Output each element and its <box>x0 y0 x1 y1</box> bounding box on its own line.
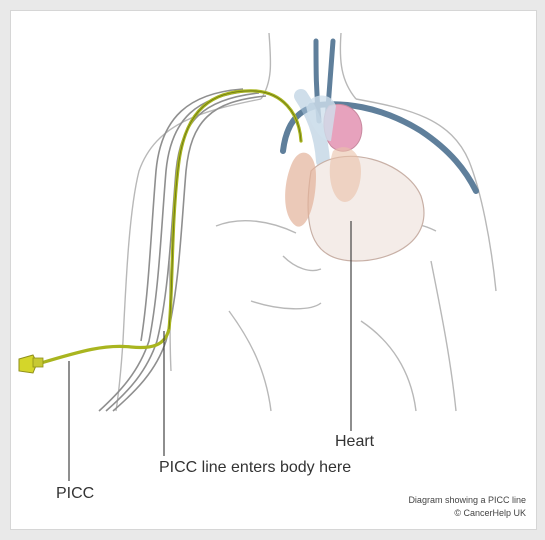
caption-line-1: Diagram showing a PICC line <box>408 495 526 505</box>
label-pointers <box>69 221 351 481</box>
picc-line-illustration <box>11 11 536 529</box>
picc-connector <box>19 355 43 373</box>
picc-label: PICC <box>56 485 94 503</box>
caption-line-2: © CancerHelp UK <box>454 508 526 518</box>
heart-label: Heart <box>335 433 374 451</box>
entry-point-label: PICC line enters body here <box>159 459 351 477</box>
arm-veins <box>99 89 266 411</box>
diagram-panel: Heart PICC line enters body here PICC Di… <box>10 10 537 530</box>
